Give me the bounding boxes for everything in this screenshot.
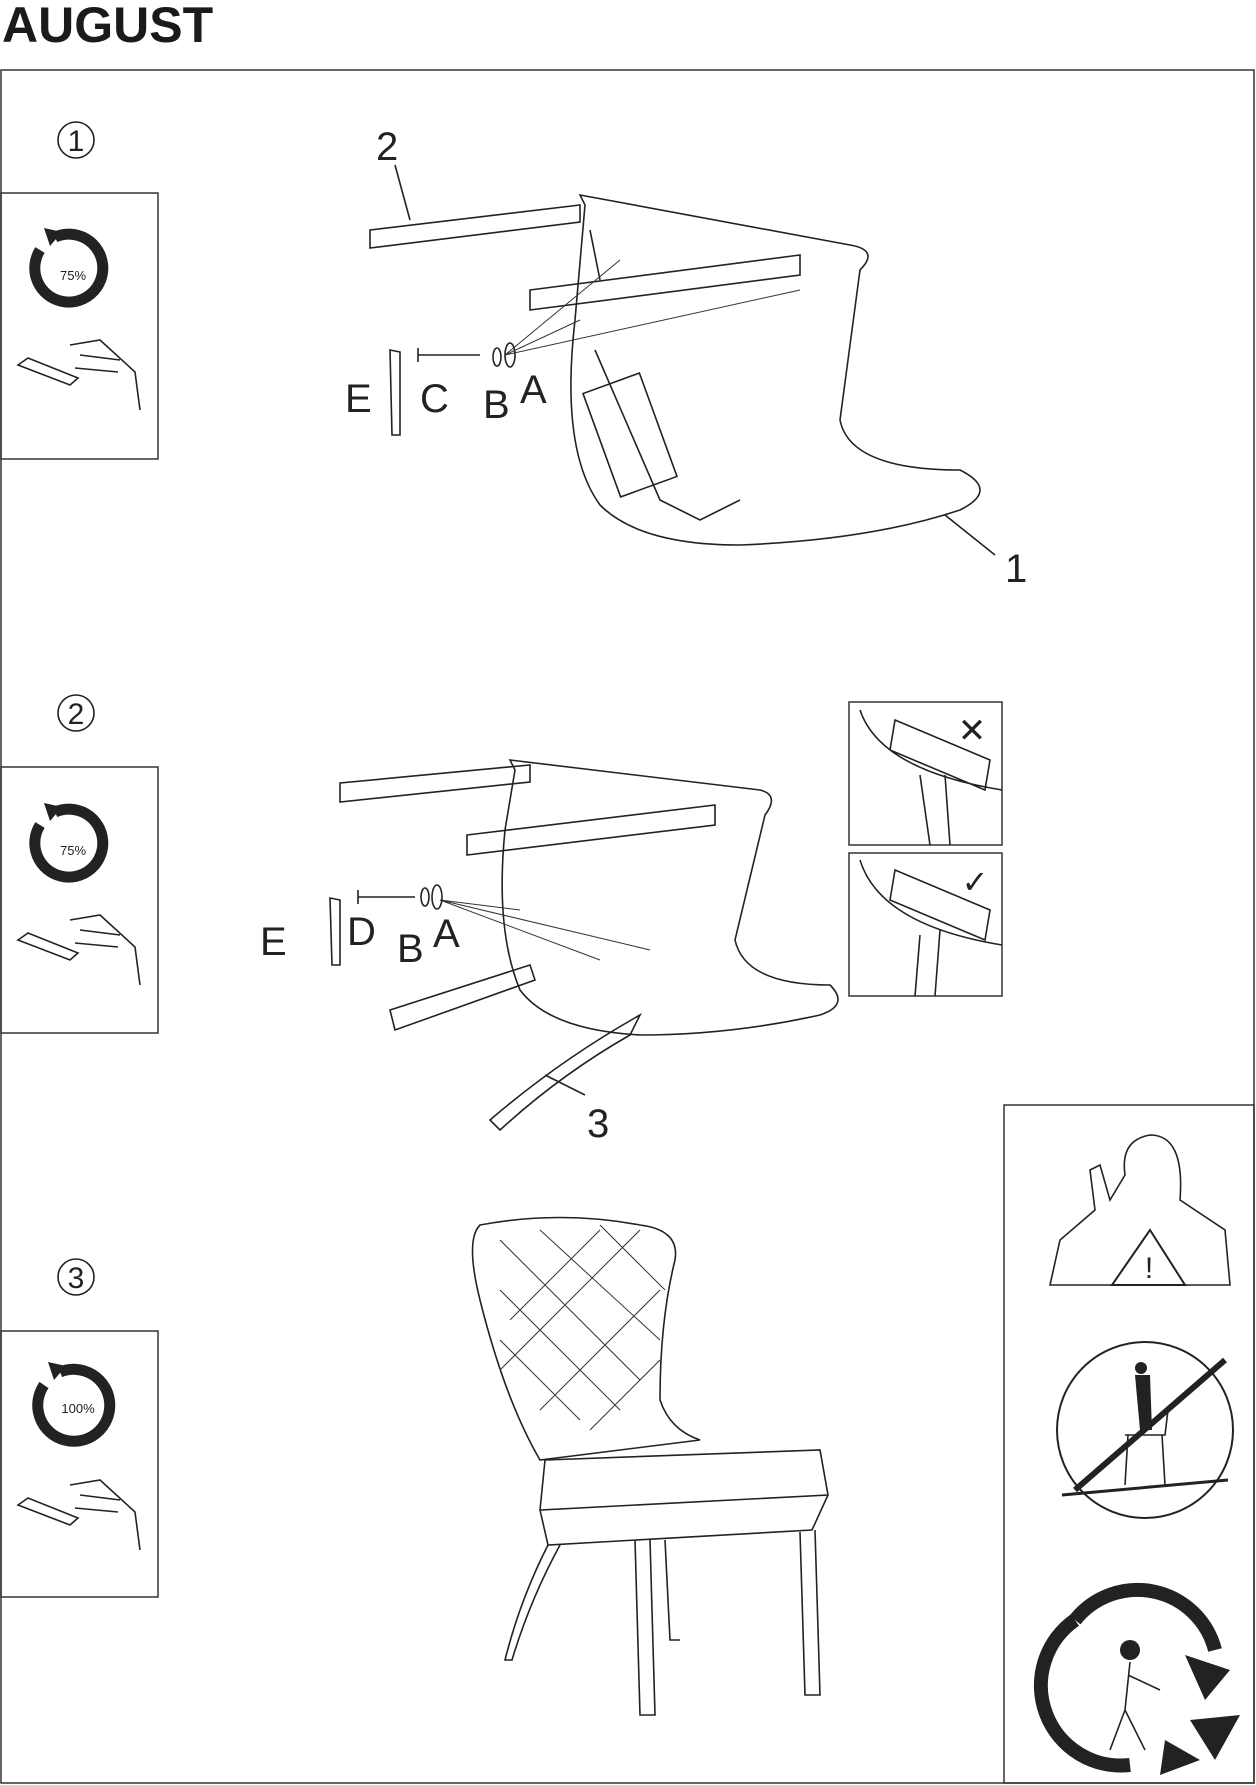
assembled-chair-drawing bbox=[471, 1216, 829, 1716]
step-number-circle bbox=[57, 694, 95, 732]
step-number-circle bbox=[57, 1258, 95, 1296]
right-mark: ✓ bbox=[962, 864, 989, 900]
part-label-a: A bbox=[433, 912, 460, 956]
callout-2: 2 bbox=[376, 125, 398, 169]
part-label-a: A bbox=[520, 368, 547, 412]
tool-box bbox=[0, 1330, 159, 1598]
chair-frame-drawing bbox=[369, 193, 981, 546]
step-number: 3 bbox=[68, 1262, 85, 1295]
step-number: 1 bbox=[68, 125, 85, 158]
inset-wrong: ✕ bbox=[848, 701, 1003, 846]
part-label-e: E bbox=[260, 920, 287, 964]
svg-text:!: ! bbox=[1145, 1252, 1153, 1285]
callout-1: 1 bbox=[1005, 547, 1027, 591]
tool-box bbox=[0, 192, 159, 460]
chair-frame-drawing bbox=[339, 759, 839, 1132]
safety-warnings: ! bbox=[1003, 1104, 1255, 1784]
page-frame bbox=[0, 69, 1255, 1784]
torque-100-icon: 100% bbox=[32, 1362, 116, 1447]
step-number: 2 bbox=[68, 698, 85, 731]
torque-value: 100% bbox=[61, 1401, 95, 1416]
two-person-warning-icon: ! bbox=[1049, 1134, 1231, 1286]
torque-75-icon: 75% bbox=[29, 228, 109, 308]
callout-line bbox=[544, 1074, 586, 1096]
part-label-d: D bbox=[347, 910, 376, 954]
hex-key-hand-icon bbox=[16, 914, 141, 986]
step-1: 1 75% E C B A 2 1 bbox=[0, 121, 1027, 591]
product-title: AUGUST bbox=[2, 0, 214, 53]
part-label-b: B bbox=[483, 383, 510, 427]
no-standing-on-chair-icon bbox=[1056, 1341, 1234, 1519]
inset-right: ✓ bbox=[848, 852, 1003, 997]
torque-75-icon: 75% bbox=[29, 803, 109, 883]
callout-line bbox=[394, 164, 411, 221]
part-label-b: B bbox=[397, 927, 424, 971]
part-label-e: E bbox=[345, 377, 372, 421]
wrong-mark: ✕ bbox=[958, 712, 987, 750]
step-number-circle bbox=[57, 121, 95, 159]
callout-3: 3 bbox=[587, 1102, 609, 1146]
hardware-parts bbox=[389, 342, 516, 436]
hex-key-hand-icon bbox=[16, 339, 141, 411]
tool-box bbox=[0, 766, 159, 1034]
recycle-disposal-icon bbox=[1033, 1582, 1240, 1775]
torque-value: 75% bbox=[60, 843, 86, 858]
callout-line bbox=[944, 514, 996, 556]
step-2: 2 75% E D B A 3 ✕ bbox=[0, 694, 1003, 1146]
hardware-parts bbox=[329, 884, 443, 966]
part-label-c: C bbox=[420, 377, 449, 421]
hex-key-hand-icon bbox=[16, 1479, 141, 1551]
torque-value: 75% bbox=[60, 268, 86, 283]
warnings-box bbox=[1003, 1104, 1255, 1784]
step-3: 3 100% bbox=[0, 1216, 829, 1716]
